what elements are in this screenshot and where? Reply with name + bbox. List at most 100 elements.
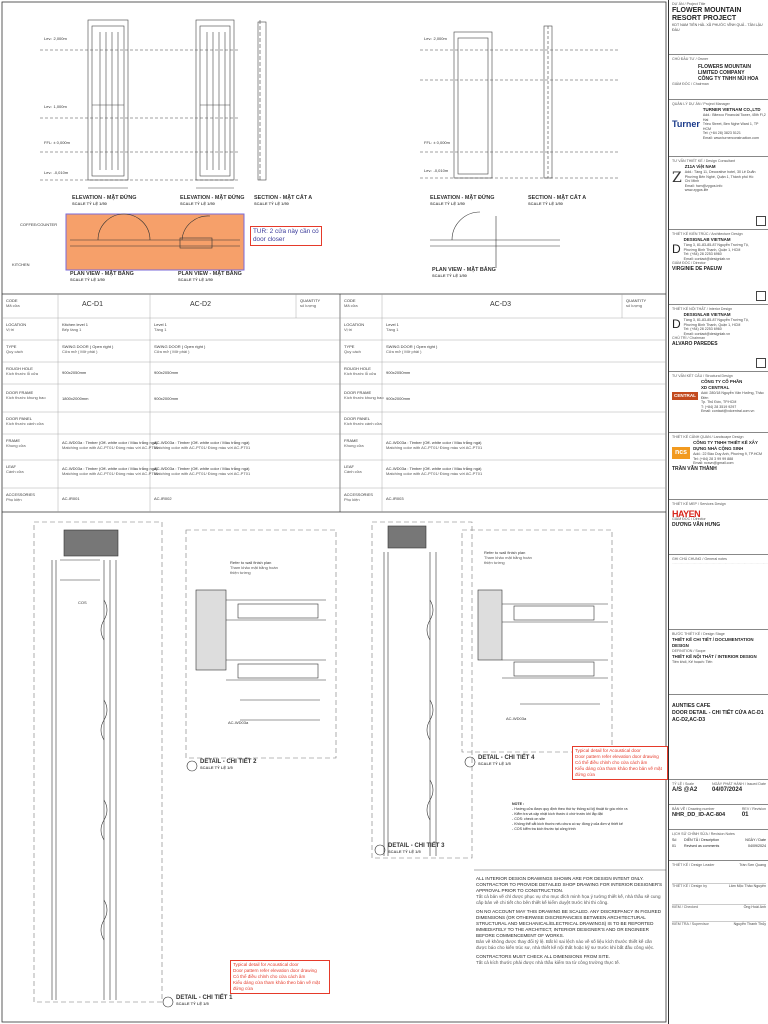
zygos-logo-icon: Z (672, 170, 682, 187)
schedule-grid-left (2, 294, 340, 512)
detail-markers (162, 756, 476, 1008)
schedule-cell: 900x2000mm (154, 396, 179, 401)
ncs-logo: ncs (672, 446, 691, 459)
plan-view-ac-d3 (430, 211, 560, 268)
elevation-level-label: Lev.: 2,000m (424, 36, 447, 41)
structural-section: TƯ VẤN KẾT CẤU / Structural Design CENTR… (669, 372, 768, 433)
schedule-cell: 1800x2000mm (62, 396, 89, 401)
review-comment-box[interactable]: TUR: 2 cửa này cần có door closer (250, 226, 322, 246)
elevation-level-label: Lev.: -0,010m (424, 168, 449, 173)
elevation-ac-d3 (420, 25, 620, 179)
schedule-code-ac-d1: AC-D1 (82, 301, 104, 308)
room-label: KITCHEN (12, 262, 30, 267)
detail-2-section (185, 529, 337, 759)
elevation-level-label: Lev.: -0,010m (44, 170, 69, 175)
schedule-cell: 900x2050mm (154, 370, 179, 375)
pm-section: QUẢN LÝ DỰ ÁN / Project Manager Turner T… (669, 100, 768, 157)
detail-1-section (33, 521, 163, 1003)
stage-section: BƯỚC THIẾT KẾ / Design Stage THIẾT KẾ CH… (669, 630, 768, 695)
schedule-cell: SWING DOOR ( Open right )Cửa mở ( Mở phả… (386, 344, 438, 354)
schedule-cell: 900x2050mm (386, 370, 411, 375)
mep-section: THIẾT KẾ MEP / Services Design HAYEN GIÁ… (669, 500, 768, 555)
detail-3-section (371, 521, 473, 859)
drawing-canvas (1, 1, 667, 1023)
schedule-cell: 900x2050mm (62, 370, 87, 375)
general-notes-block: ALL INTERIOR DESIGN DRAWINGS SHOWN ARE F… (476, 876, 664, 969)
detail-4-section (461, 529, 613, 753)
schedule-cell: SWING DOOR ( Open right )Cửa mở ( Mở phả… (62, 344, 114, 354)
schedule-code-ac-d2: AC-D2 (190, 301, 212, 308)
checkbox-icon (756, 358, 766, 368)
schedule-cell: AC-WD03a : Timber (Off- white color / Mà… (154, 440, 251, 450)
cos-tag: COS (78, 600, 87, 605)
note-1: ALL INTERIOR DESIGN DRAWINGS SHOWN ARE F… (476, 876, 663, 905)
elevation-level-label: FFL: ± 0,000m (424, 140, 450, 145)
checkbox-icon (756, 291, 766, 301)
owner-section: CHỦ ĐẦU TƯ / Owner FLOWERS MOUNTAIN LIMI… (669, 55, 768, 100)
schedule-cell: SWING DOOR ( Open right )Cửa mở ( Mở phả… (154, 344, 206, 354)
schedule-cell: AC-IR003 (386, 496, 404, 501)
red-annotation: Typical detail for Acoustical door Door … (572, 746, 668, 780)
schedule-cell: AC-WD03a : Timber (Off- white color / Mà… (62, 466, 159, 476)
note-2: ON NO ACCOUNT MAY THIS DRAWING BE SCALED… (476, 909, 662, 950)
elevation-level-label: Lev.: 1,000m (44, 104, 67, 109)
schedule-grid-right (340, 294, 666, 512)
turner-logo: Turner (672, 118, 700, 129)
drawing-name-section: AUNTIES CAFE DOOR DETAIL - CHI TIẾT CỬA … (669, 695, 768, 780)
elevation-ac-d1 (40, 19, 267, 189)
schedule-cell: AC-WD03a : Timber (Off- white color / Mà… (62, 440, 159, 450)
schedule-cell: AC-WD03a : Timber (Off- white color / Mà… (386, 466, 483, 476)
landscape-section: THIẾT KẾ CẢNH QUAN / Landscape Design nc… (669, 433, 768, 500)
elevation-level-label: Lev.: 2,000m (44, 36, 67, 41)
architecture-section: THIẾT KẾ KIẾN TRÚC / Architecture Design… (669, 230, 768, 305)
design-consultant-section: TƯ VẤN THIẾT KẾ / Design Consultant Z Z1… (669, 157, 768, 230)
interior-section: THIẾT KẾ NỘI THẤT / Interior Design D DE… (669, 305, 768, 372)
designlab-logo-icon: D (672, 242, 681, 257)
title-block: DỰ ÁN / Project Title FLOWER MOUNTAIN RE… (668, 0, 768, 1024)
room-label: COFFEE/COUNTER (20, 222, 58, 227)
central-logo: CENTRAL (672, 392, 698, 401)
plan-view-ac-d1 (70, 213, 240, 249)
schedule-cell: AC-WD03a : Timber (Off- white color / Mà… (154, 466, 251, 476)
designlab-logo-icon: D (672, 317, 681, 332)
comment-highlight-area (65, 213, 245, 271)
elevation-level-label: FFL: ± 0,000m (44, 140, 70, 145)
